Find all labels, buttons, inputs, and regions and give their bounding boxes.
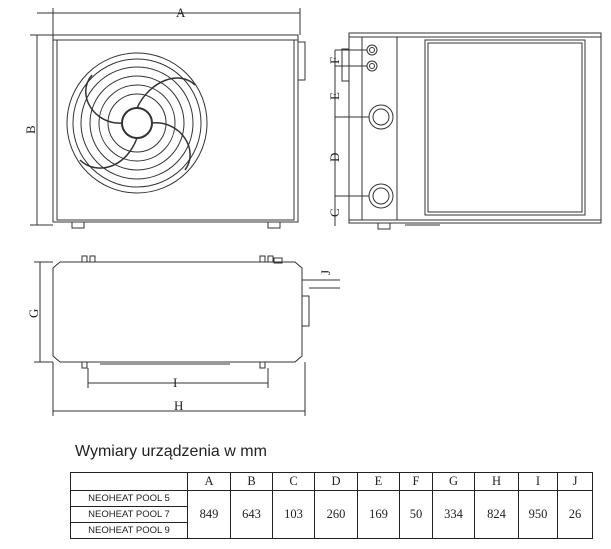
front-view [30,8,306,229]
value-i: 950 [518,490,558,539]
header-c: C [272,472,315,491]
dim-label-f: F [327,57,342,64]
dim-label-d: D [327,153,342,162]
table-header-row: A B C D E F G H I J [70,472,593,491]
top-view [34,255,340,416]
header-j: J [557,472,593,491]
header-g: G [432,472,475,491]
side-view [334,32,602,230]
model-name: NEOHEAT POOL 5 [70,490,188,507]
table-caption: Wymiary urządzenia w mm [75,443,267,460]
dimensions-table: A B C D E F G H I J NEOHEAT POOL 5 849 6… [70,472,593,539]
dim-label-g: G [26,309,41,318]
header-e: E [357,472,400,491]
value-g: 334 [432,490,475,539]
fan-grille [66,52,208,194]
dimension-drawing: A B F E D C [23,5,602,416]
value-j: 26 [557,490,593,539]
value-e: 169 [357,490,400,539]
header-b: B [230,472,273,491]
dim-label-h: H [174,398,183,413]
dim-label-e: E [327,92,342,100]
dim-label-a: A [176,5,186,20]
dim-label-i: I [173,375,177,390]
value-a: 849 [187,490,231,539]
value-b: 643 [230,490,273,539]
value-h: 824 [474,490,519,539]
header-a: A [187,472,231,491]
value-c: 103 [272,490,315,539]
table-row: NEOHEAT POOL 5 849 643 103 260 169 50 33… [70,490,593,539]
dim-label-b: B [23,125,38,134]
dim-label-c: C [327,208,342,217]
header-f: F [399,472,433,491]
header-h: H [474,472,519,491]
value-f: 50 [399,490,433,539]
header-blank [70,472,188,491]
header-d: D [314,472,358,491]
model-name: NEOHEAT POOL 7 [70,506,188,523]
dim-label-j: J [318,270,333,275]
value-d: 260 [314,490,358,539]
table-row: NEOHEAT POOL 9 [70,522,593,539]
header-i: I [518,472,558,491]
model-name: NEOHEAT POOL 9 [70,522,188,539]
